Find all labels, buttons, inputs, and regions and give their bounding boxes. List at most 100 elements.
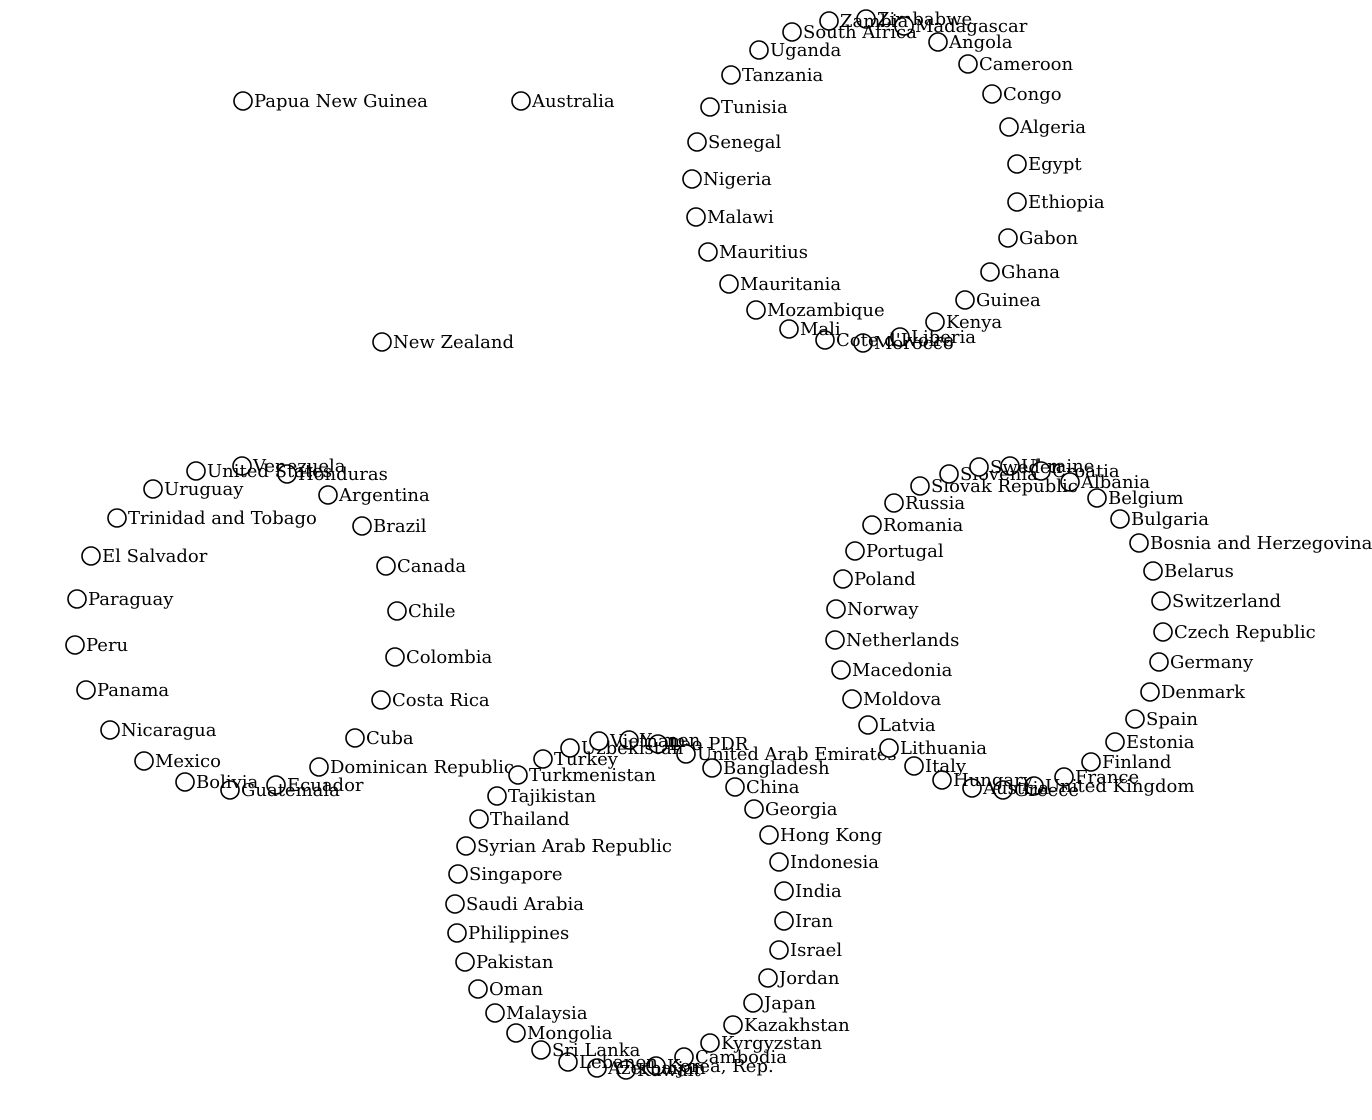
node-circle[interactable] <box>447 923 467 943</box>
country-node-zambia[interactable]: Zambia <box>819 11 909 32</box>
country-node-singapore[interactable]: Singapore <box>448 864 563 885</box>
node-circle[interactable] <box>376 556 396 576</box>
node-circle[interactable] <box>1031 461 1051 481</box>
node-circle[interactable] <box>779 319 799 339</box>
node-circle[interactable] <box>65 635 85 655</box>
node-circle[interactable] <box>774 911 794 931</box>
country-node-panama[interactable]: Panama <box>76 680 169 701</box>
country-node-austria[interactable]: Austria <box>962 778 1049 799</box>
node-circle[interactable] <box>825 630 845 650</box>
node-circle[interactable] <box>175 772 195 792</box>
country-node-nicaragua[interactable]: Nicaragua <box>100 720 217 741</box>
country-node-finland[interactable]: Finland <box>1081 752 1171 773</box>
country-node-papua-new-guinea[interactable]: Papua New Guinea <box>233 91 428 112</box>
node-circle[interactable] <box>76 680 96 700</box>
node-circle[interactable] <box>853 333 873 353</box>
node-circle[interactable] <box>999 117 1019 137</box>
country-node-latvia[interactable]: Latvia <box>858 715 936 736</box>
node-circle[interactable] <box>1081 752 1101 772</box>
node-circle[interactable] <box>962 778 982 798</box>
country-node-russia[interactable]: Russia <box>884 493 965 514</box>
country-node-mozambique[interactable]: Mozambique <box>746 300 885 321</box>
node-circle[interactable] <box>815 330 835 350</box>
country-node-romania[interactable]: Romania <box>862 515 964 536</box>
node-circle[interactable] <box>67 589 87 609</box>
country-node-nigeria[interactable]: Nigeria <box>682 169 772 190</box>
country-node-peru[interactable]: Peru <box>65 635 128 656</box>
country-node-kuwait[interactable]: Kuwait <box>616 1060 702 1081</box>
country-node-vietnam[interactable]: Vietnam <box>589 731 686 752</box>
country-node-united-states[interactable]: United States <box>186 461 332 482</box>
node-circle[interactable] <box>858 715 878 735</box>
country-node-cameroon[interactable]: Cameroon <box>958 54 1074 75</box>
country-node-guatemala[interactable]: Guatemala <box>220 780 340 801</box>
node-circle[interactable] <box>619 730 639 750</box>
node-circle[interactable] <box>589 731 609 751</box>
country-node-cuba[interactable]: Cuba <box>345 728 414 749</box>
node-circle[interactable] <box>1024 776 1044 796</box>
country-node-paraguay[interactable]: Paraguay <box>67 589 174 610</box>
node-circle[interactable] <box>910 476 930 496</box>
country-node-china[interactable]: China <box>725 777 800 798</box>
country-node-colombia[interactable]: Colombia <box>385 647 493 668</box>
country-node-brazil[interactable]: Brazil <box>352 516 427 537</box>
node-circle[interactable] <box>345 728 365 748</box>
country-node-malawi[interactable]: Malawi <box>686 207 774 228</box>
node-circle[interactable] <box>616 1060 636 1080</box>
country-node-tanzania[interactable]: Tanzania <box>721 65 823 86</box>
node-circle[interactable] <box>220 780 240 800</box>
country-node-albania[interactable]: Albania <box>1060 472 1150 493</box>
node-circle[interactable] <box>385 647 405 667</box>
node-circle[interactable] <box>266 775 286 795</box>
country-node-angola[interactable]: Angola <box>928 32 1013 53</box>
node-circle[interactable] <box>445 894 465 914</box>
country-node-senegal[interactable]: Senegal <box>687 132 781 153</box>
node-circle[interactable] <box>487 786 507 806</box>
country-node-uganda[interactable]: Uganda <box>749 40 842 61</box>
country-node-belgium[interactable]: Belgium <box>1087 488 1184 509</box>
country-node-ethiopia[interactable]: Ethiopia <box>1007 192 1105 213</box>
country-node-dominican-republic[interactable]: Dominican Republic <box>309 757 514 778</box>
node-circle[interactable] <box>232 456 252 476</box>
country-node-morocco[interactable]: Morocco <box>853 333 954 354</box>
country-node-thailand[interactable]: Thailand <box>469 809 570 830</box>
country-node-israel[interactable]: Israel <box>769 940 842 961</box>
country-node-oman[interactable]: Oman <box>468 979 544 1000</box>
node-circle[interactable] <box>894 16 914 36</box>
country-node-hong-kong[interactable]: Hong Kong <box>759 825 882 846</box>
country-node-saudi-arabia[interactable]: Saudi Arabia <box>445 894 584 915</box>
node-circle[interactable] <box>1007 154 1027 174</box>
node-circle[interactable] <box>485 1003 505 1023</box>
country-node-madagascar[interactable]: Madagascar <box>894 16 1028 37</box>
node-circle[interactable] <box>744 799 764 819</box>
node-circle[interactable] <box>831 660 851 680</box>
country-node-slovak-republic[interactable]: Slovak Republic <box>910 476 1078 497</box>
node-circle[interactable] <box>1140 682 1160 702</box>
country-node-macedonia[interactable]: Macedonia <box>831 660 953 681</box>
country-node-bulgaria[interactable]: Bulgaria <box>1110 509 1209 530</box>
node-circle[interactable] <box>774 881 794 901</box>
node-circle[interactable] <box>508 765 528 785</box>
node-circle[interactable] <box>646 1056 666 1076</box>
country-node-bangladesh[interactable]: Bangladesh <box>702 758 830 779</box>
node-circle[interactable] <box>769 940 789 960</box>
node-circle[interactable] <box>587 1058 607 1078</box>
node-circle[interactable] <box>782 22 802 42</box>
country-node-sweden[interactable]: Sweden <box>969 457 1063 478</box>
country-node-spain[interactable]: Spain <box>1125 709 1198 730</box>
node-circle[interactable] <box>318 485 338 505</box>
country-node-kenya[interactable]: Kenya <box>925 312 1002 333</box>
node-circle[interactable] <box>456 836 476 856</box>
country-node-pakistan[interactable]: Pakistan <box>455 952 554 973</box>
country-node-azerbaijan[interactable]: Azerbaijan <box>587 1058 706 1079</box>
country-node-uruguay[interactable]: Uruguay <box>143 479 244 500</box>
country-node-kyrgyzstan[interactable]: Kyrgyzstan <box>700 1033 822 1054</box>
country-node-portugal[interactable]: Portugal <box>845 541 944 562</box>
node-circle[interactable] <box>352 516 372 536</box>
node-circle[interactable] <box>648 734 668 754</box>
country-node-greece[interactable]: Greece <box>993 780 1079 801</box>
country-node-cambodia[interactable]: Cambodia <box>674 1047 787 1068</box>
country-node-hungary[interactable]: Hungary <box>932 770 1034 791</box>
country-node-indonesia[interactable]: Indonesia <box>769 852 879 873</box>
country-node-syrian-arab-republic[interactable]: Syrian Arab Republic <box>456 836 672 857</box>
